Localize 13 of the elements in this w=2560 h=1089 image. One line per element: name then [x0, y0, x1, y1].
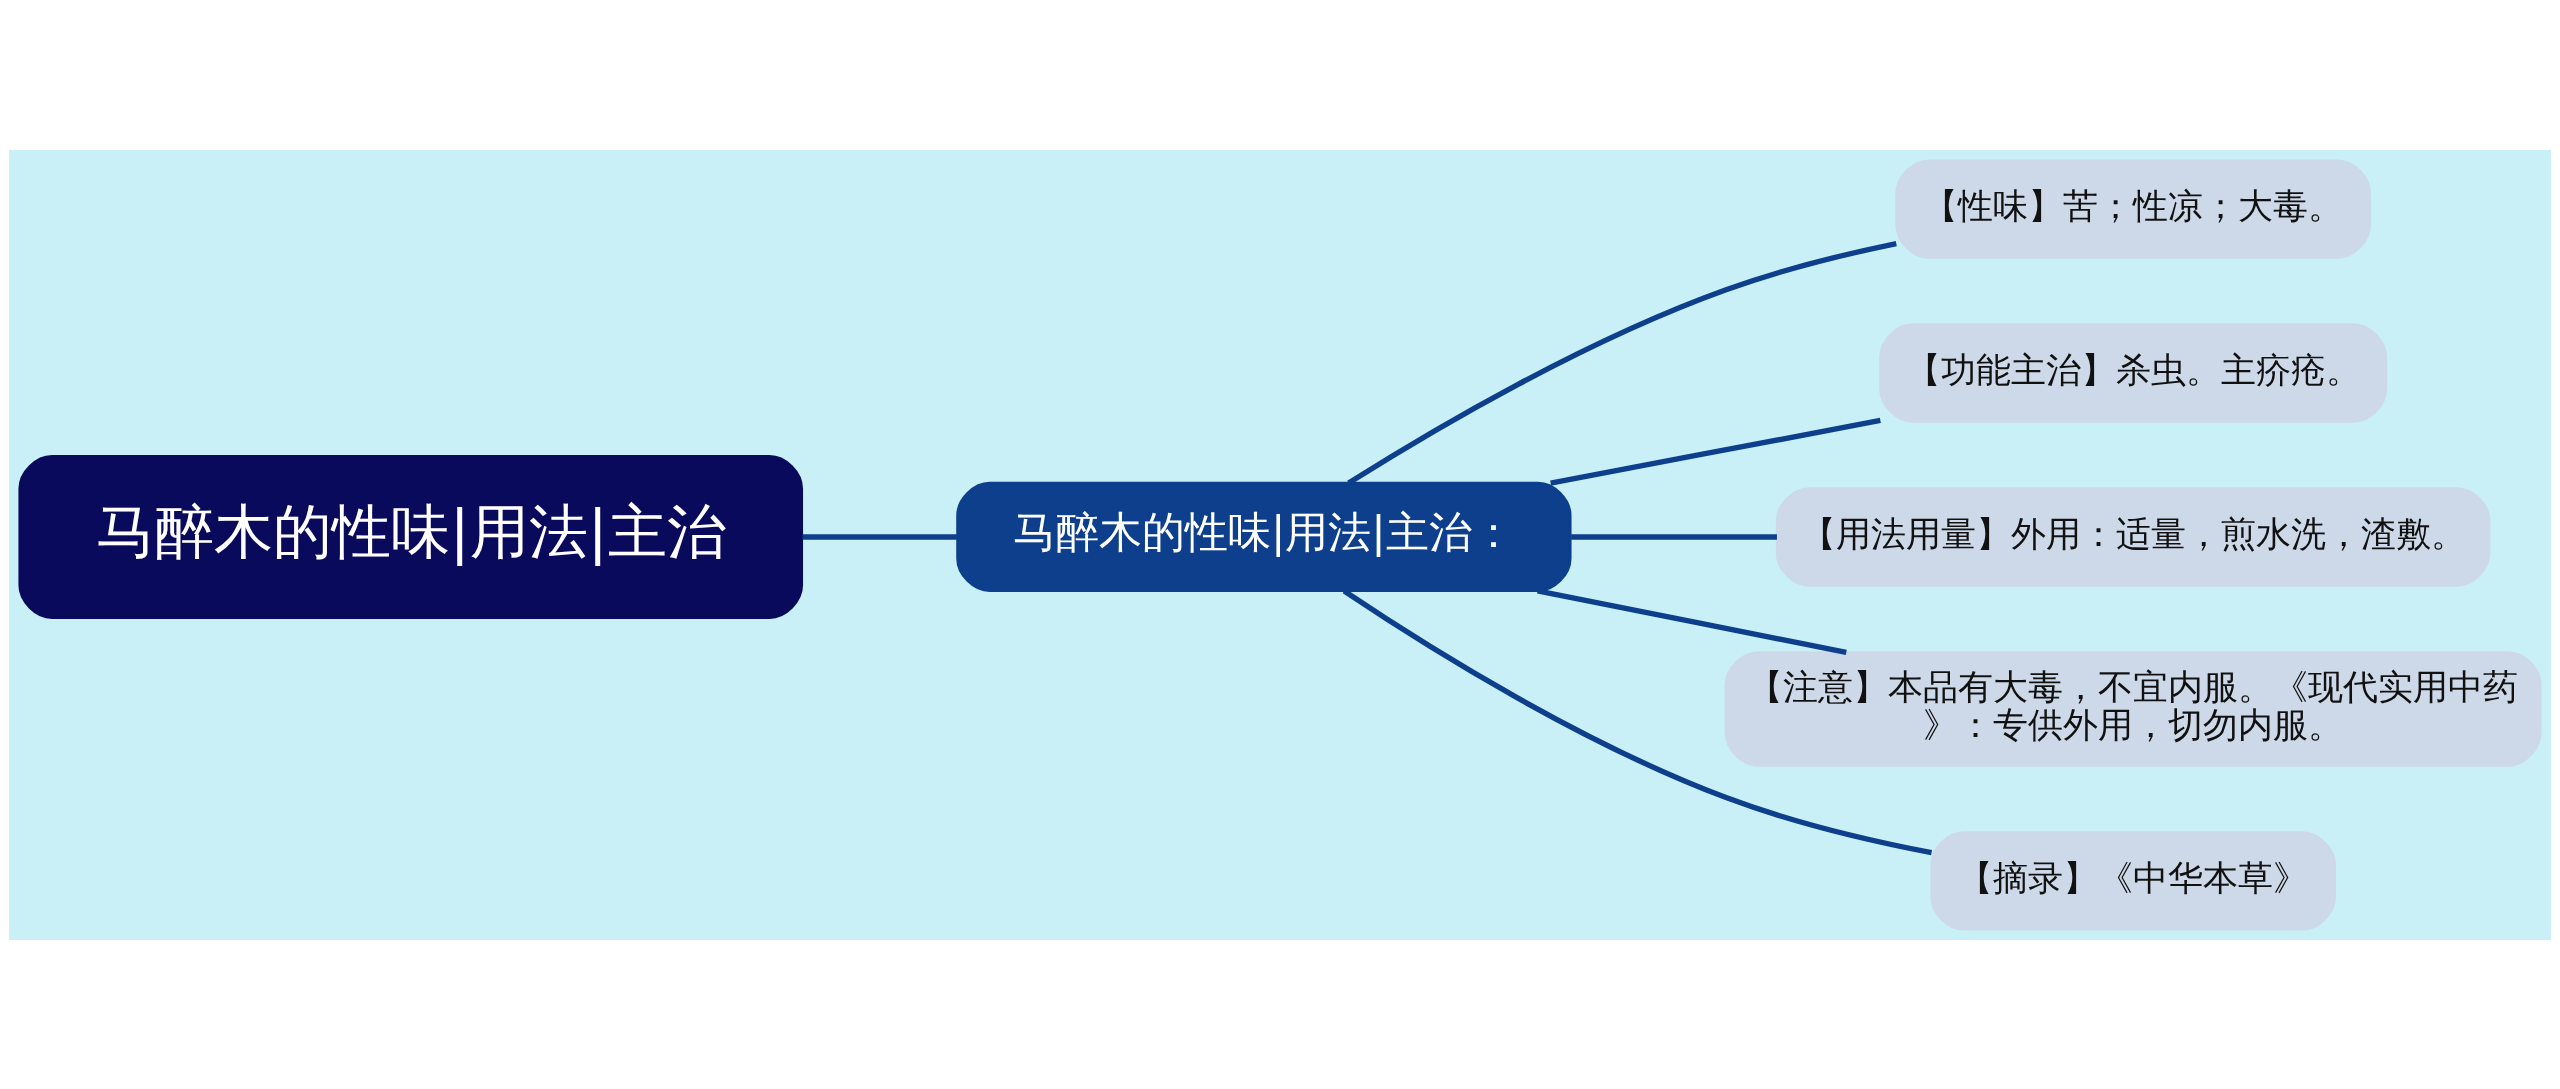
- connector: [1550, 417, 1881, 486]
- node-box: 马醉木的性味|用法|主治: [18, 454, 804, 619]
- node-box: 【注意】本品有大毒，不宜内服。《现代实用中药》：专供外用，切勿内服。: [1724, 650, 2542, 767]
- connector: [802, 533, 957, 540]
- node-box: 【用法用量】外用：适量，煎水洗，渣敷。: [1775, 486, 2491, 587]
- node-box: 马醉木的性味|用法|主治：: [956, 481, 1572, 592]
- connector: [1347, 240, 1897, 485]
- connector: [1342, 588, 1933, 855]
- connector: [1537, 587, 1847, 655]
- node-box: 【摘录】《中华本草》: [1930, 830, 2337, 931]
- node-box: 【性味】苦；性凉；大毒。: [1895, 158, 2371, 259]
- connector: [1571, 533, 1777, 540]
- node-box: 【功能主治】杀虫。主疥疮。: [1879, 322, 2388, 423]
